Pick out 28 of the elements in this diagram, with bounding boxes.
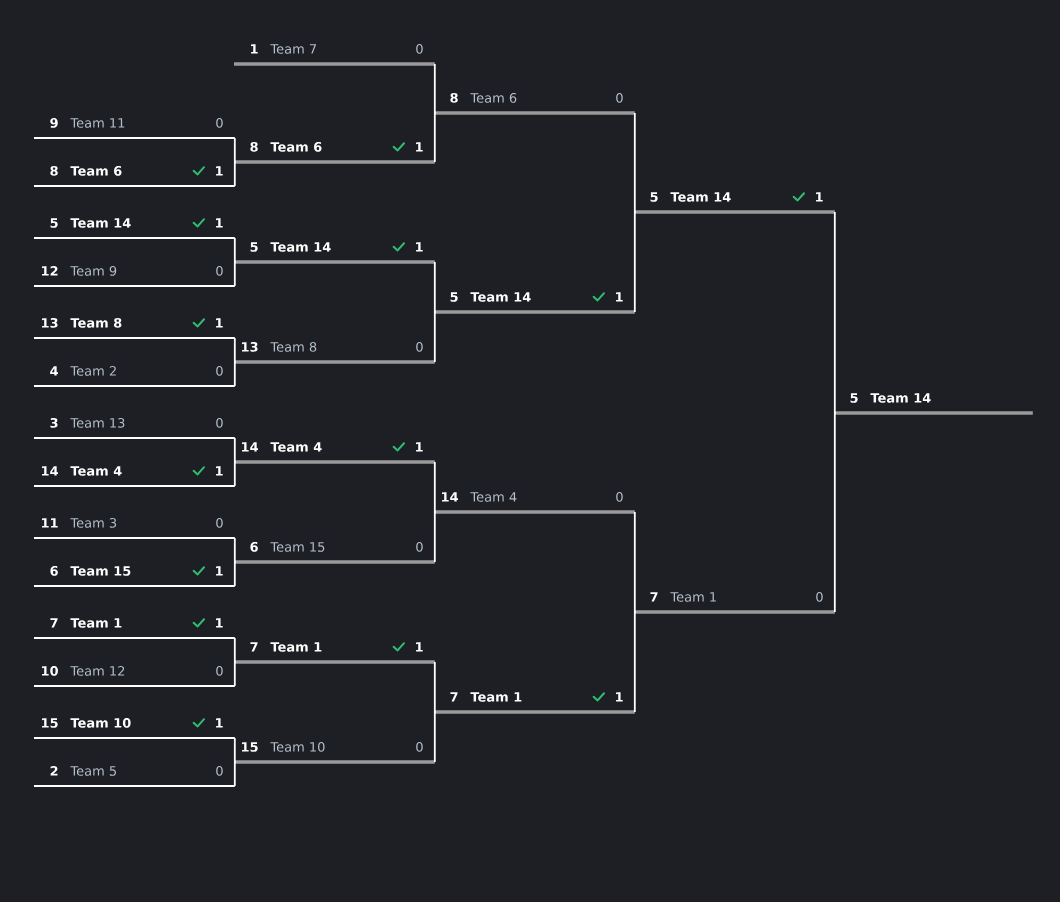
connector-line [833, 211, 836, 414]
connector-line [233, 761, 236, 787]
connector-line [233, 337, 236, 363]
connector-line [233, 737, 236, 763]
connector-line [233, 637, 236, 663]
connector-line [633, 611, 636, 713]
connector-line [633, 112, 636, 213]
connector-line [433, 511, 436, 563]
connector-line [233, 361, 236, 387]
connector-line [433, 661, 436, 713]
connector-line [433, 311, 436, 363]
connector-line [833, 412, 836, 613]
connector-line [233, 137, 236, 163]
connector-line [233, 261, 236, 287]
connector-line [233, 237, 236, 263]
connector-line [433, 63, 436, 114]
connector-line [633, 511, 636, 613]
connector-line [433, 261, 436, 313]
connector-line [233, 537, 236, 563]
connector-line [633, 211, 636, 313]
connector-line [233, 437, 236, 463]
connector-line [233, 161, 236, 187]
connector-line [433, 461, 436, 513]
connector-line [233, 561, 236, 587]
connector-line [433, 112, 436, 163]
connector-line [433, 711, 436, 763]
connector-line [233, 661, 236, 687]
connector-line [233, 461, 236, 487]
